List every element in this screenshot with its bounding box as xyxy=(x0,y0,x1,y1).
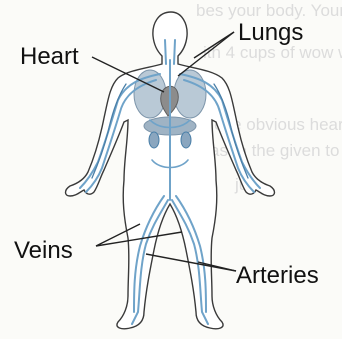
lungs-label: Lungs xyxy=(238,19,303,46)
veins-label: Veins xyxy=(14,237,73,264)
blood-vessels xyxy=(80,40,260,324)
arteries-label: Arteries xyxy=(236,262,319,289)
right-kidney xyxy=(181,132,191,148)
heart-label: Heart xyxy=(20,43,79,70)
left-kidney xyxy=(149,132,159,148)
neck-vessel-left xyxy=(165,40,166,64)
neck-vessel-right xyxy=(174,40,175,64)
